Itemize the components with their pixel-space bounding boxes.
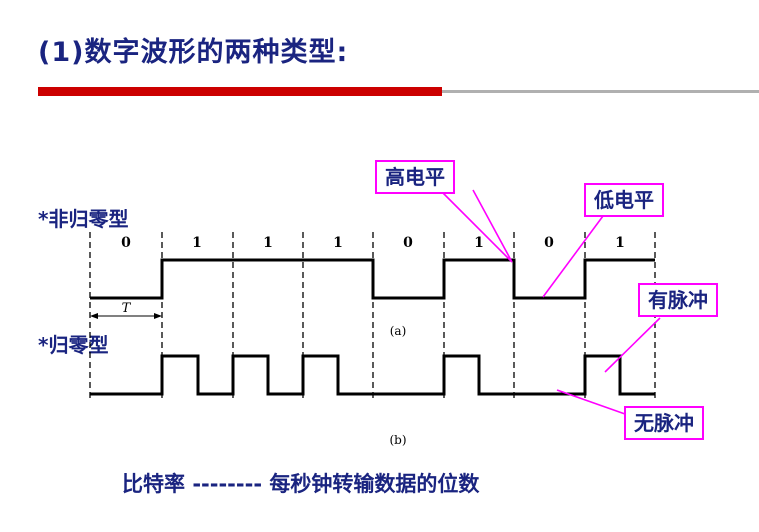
bit-boundaries: [89, 232, 656, 400]
has-pulse-leader: [604, 317, 661, 373]
period-arrow: T: [90, 301, 162, 319]
nrz-waveform: [90, 258, 655, 300]
bit-label: 1: [615, 235, 625, 251]
callout-has-pulse: 有脉冲: [638, 283, 718, 317]
bit-label: 0: [403, 235, 413, 251]
low-level-leader: [542, 215, 604, 298]
bit-labels: 0 1 1 1 0 1 0 1: [121, 235, 625, 251]
page-title: (1)数字波形的两种类型:: [38, 37, 349, 68]
bit-label: 1: [474, 235, 484, 251]
bit-label: 1: [263, 235, 273, 251]
bitrate-dashes: --------: [192, 472, 263, 496]
bit-label: 1: [192, 235, 202, 251]
caption-b: (b): [389, 433, 406, 447]
callout-high-level: 高电平: [375, 160, 455, 194]
callout-leaders: [439, 189, 661, 415]
period-label: T: [122, 301, 132, 316]
bit-label: 1: [333, 235, 343, 251]
bitrate-term: 比特率: [122, 472, 185, 496]
rz-waveform: [90, 354, 655, 396]
title-underline-red: [38, 87, 442, 96]
bitrate-definition: 比特率 -------- 每秒钟转输数据的位数: [122, 468, 479, 498]
bit-label: 0: [121, 235, 131, 251]
nrz-label: *非归零型: [38, 207, 129, 231]
rz-label: *归零型: [38, 333, 109, 357]
bit-label: 0: [544, 235, 554, 251]
caption-a: (a): [390, 324, 407, 338]
title-underline-gray: [442, 90, 759, 93]
high-level-leader: [439, 189, 513, 263]
callout-no-pulse: 无脉冲: [624, 406, 704, 440]
callout-low-level: 低电平: [584, 183, 664, 217]
no-pulse-leader: [556, 389, 626, 415]
bitrate-text: 每秒钟转输数据的位数: [269, 472, 480, 496]
